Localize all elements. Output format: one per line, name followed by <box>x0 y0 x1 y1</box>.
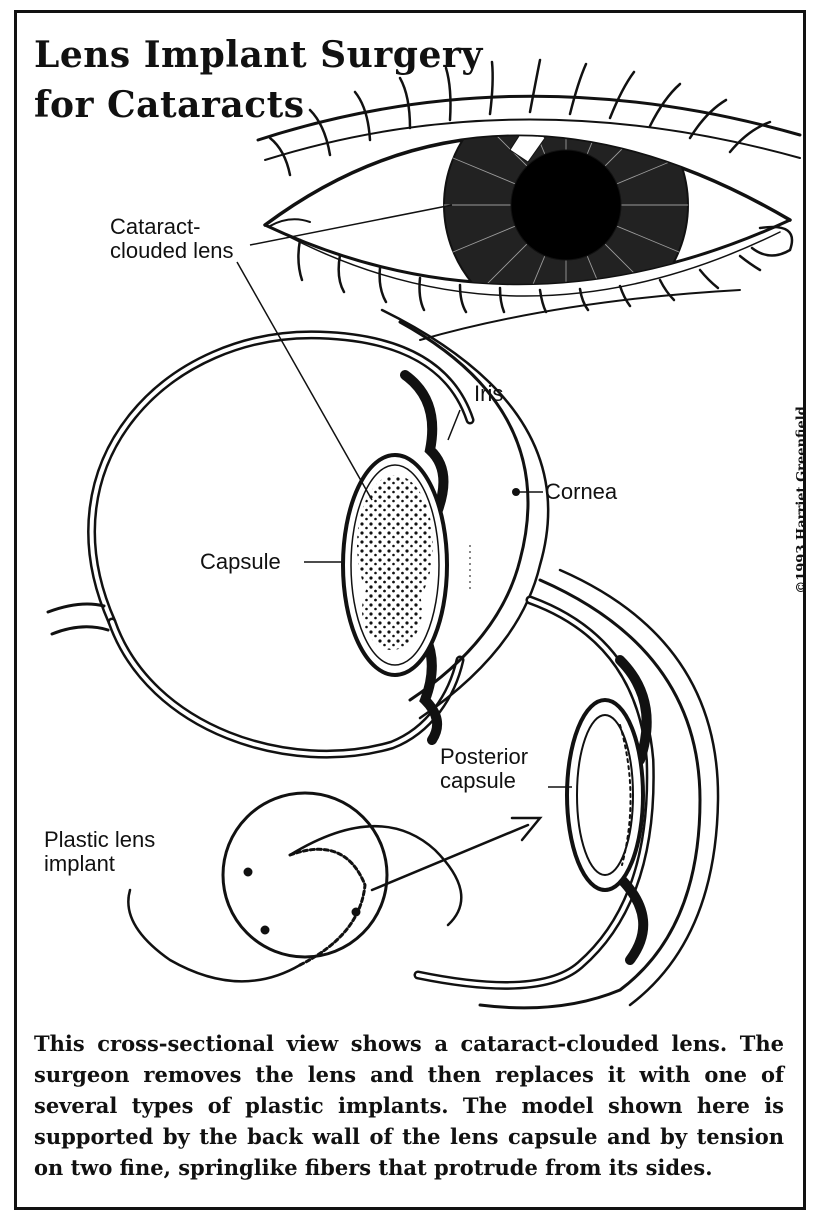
label-cataract-clouded-lens: Cataract- clouded lens <box>110 215 234 263</box>
label-plastic-line-2: implant <box>44 852 155 876</box>
label-plastic-lens-implant: Plastic lens implant <box>44 828 155 876</box>
label-posterior-capsule: Posterior capsule <box>440 745 528 793</box>
copyright-credit: ©1993 Harriet Greenfield <box>795 406 810 594</box>
plastic-lens-implant <box>128 793 461 981</box>
eye-cross-section <box>48 310 548 754</box>
label-posterior-line-2: capsule <box>440 769 528 793</box>
figure-caption: This cross-sectional view shows a catara… <box>34 1028 784 1183</box>
label-posterior-line-1: Posterior <box>440 745 528 769</box>
label-cataract-line-2: clouded lens <box>110 239 234 263</box>
label-cataract-line-1: Cataract- <box>110 215 234 239</box>
label-plastic-line-1: Plastic lens <box>44 828 155 852</box>
label-iris: Iris <box>474 382 503 406</box>
label-capsule: Capsule <box>200 550 281 574</box>
label-cornea: Cornea <box>545 480 617 504</box>
outer-eye-drawing <box>258 60 800 340</box>
